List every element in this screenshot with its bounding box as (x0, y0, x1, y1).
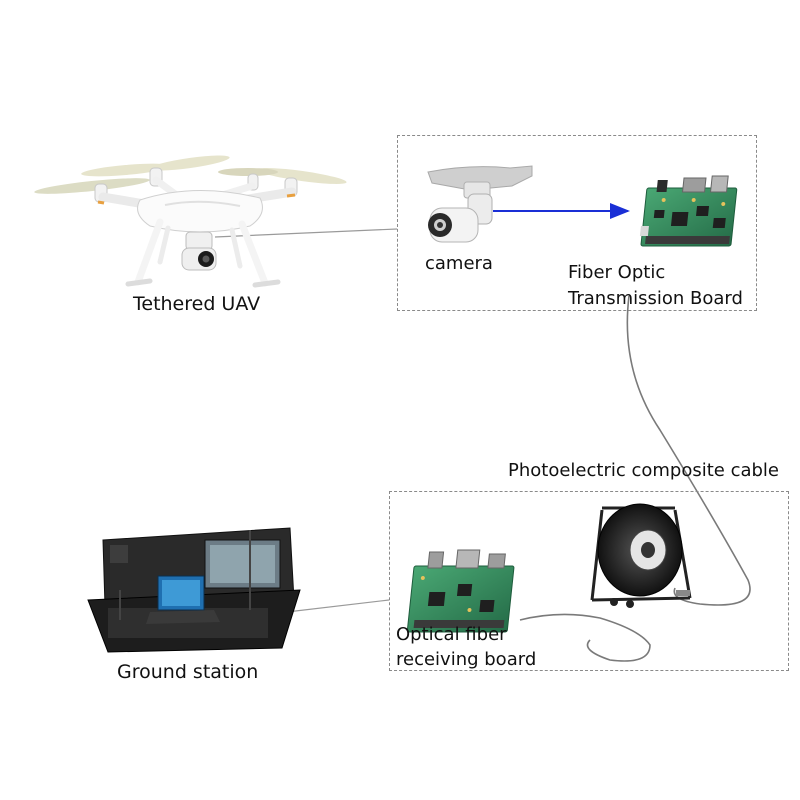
receiving-board-label-line1: Optical fiber (396, 624, 507, 645)
circuit-board-icon (639, 175, 738, 247)
fiber-optic-board-label: Fiber Optic Transmission Board (568, 260, 743, 312)
receiving-board-label-line2: receiving board (396, 649, 537, 670)
cable-reel-icon (590, 503, 692, 608)
drone-icon (34, 155, 347, 288)
uav-label: Tethered UAV (133, 293, 261, 315)
fiber-optic-board-label-line1: Fiber Optic (568, 262, 666, 283)
ground-station-label: Ground station (117, 661, 259, 683)
camera-gimbal-icon (427, 165, 533, 243)
circuit-board-icon (406, 549, 515, 633)
ground-connector-line (286, 599, 390, 613)
fiber-optic-board-label-line2: Transmission Board (568, 288, 743, 309)
cable-label: Photoelectric composite cable (508, 460, 780, 481)
laptop-icon (146, 575, 220, 624)
composite-cable (626, 295, 751, 606)
camera-label: camera (425, 253, 493, 274)
ground-equipment-box (389, 491, 789, 671)
receiving-board-label: Optical fiber receiving board (396, 622, 536, 672)
board-cable (519, 613, 651, 662)
uav-payload-box (397, 135, 757, 311)
